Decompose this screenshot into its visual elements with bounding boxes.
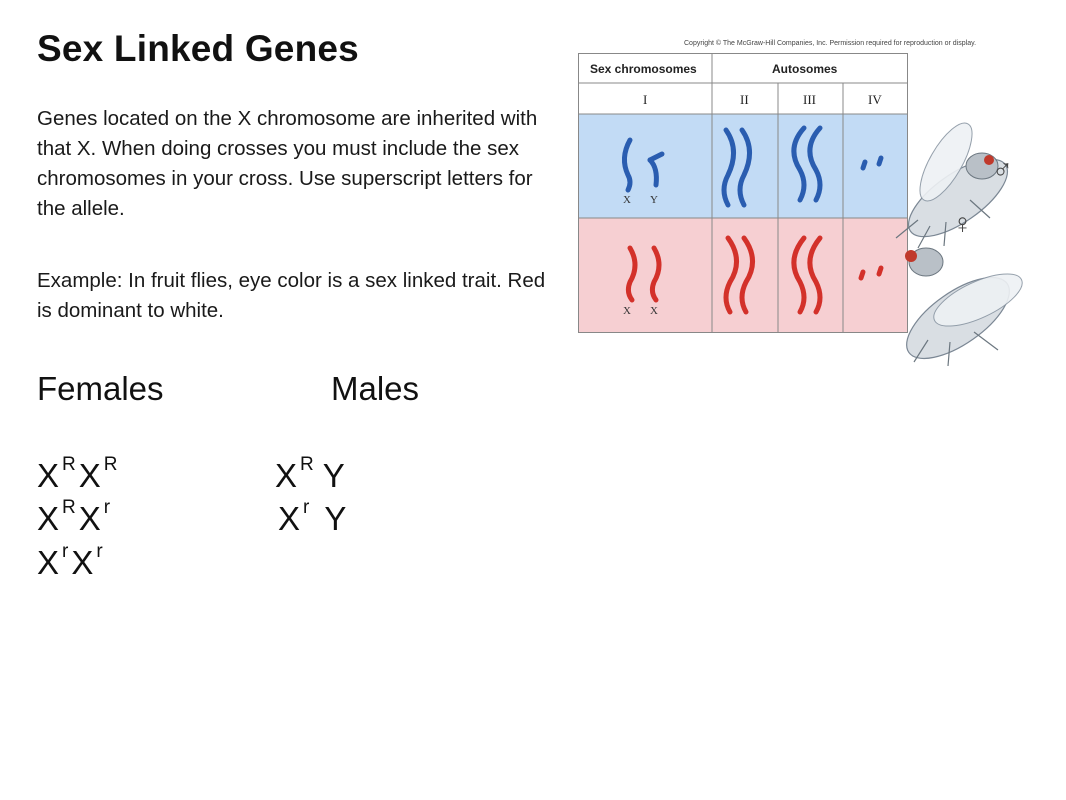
column-label-ii: II xyxy=(740,92,749,107)
males-heading: Males xyxy=(331,370,420,407)
chromosome-ii-male xyxy=(737,127,752,208)
female-label-x1: X xyxy=(623,305,631,317)
column-label-iv: IV xyxy=(868,92,882,107)
figure-copyright: Copyright © The McGraw-Hill Companies, I… xyxy=(684,40,977,47)
chromosome-iv-female xyxy=(876,265,884,277)
male-chromosomes xyxy=(622,125,884,208)
male-symbol-icon: ♂ xyxy=(992,154,1013,185)
female-fly-illustration xyxy=(905,247,1023,367)
chromosome-iv-male xyxy=(860,159,868,171)
chromosome-figure xyxy=(578,53,1023,367)
column-label-i: I xyxy=(643,92,648,107)
example-paragraph: Example: In fruit flies, eye color is a … xyxy=(37,269,546,322)
intro-paragraph: Genes located on the X chromosome are in… xyxy=(37,107,538,220)
chromosome-x-female xyxy=(649,245,662,303)
chromosome-y-male-arm xyxy=(647,151,665,163)
chromosome-iii-female xyxy=(791,235,807,315)
chromosome-iv-male xyxy=(876,155,884,167)
header-sex-chromosomes: Sex chromosomes xyxy=(590,62,697,76)
header-autosomes: Autosomes xyxy=(772,62,838,76)
slide-title: Sex Linked Genes xyxy=(37,28,359,69)
chromosome-iv-female xyxy=(858,269,866,281)
male-label-y: Y xyxy=(650,194,658,206)
chromosome-ii-male xyxy=(721,127,736,208)
chromosome-iii-female xyxy=(807,235,823,315)
column-label-iii: III xyxy=(803,92,816,107)
female-symbol-icon: ♀ xyxy=(952,208,973,239)
male-fly-illustration xyxy=(895,122,1009,249)
chromosome-ii-female xyxy=(723,235,739,315)
chromosome-x-female xyxy=(625,245,638,303)
chromosome-ii-female xyxy=(739,235,755,315)
male-label-x: X xyxy=(623,194,631,206)
females-heading: Females xyxy=(37,370,164,407)
chromosome-iii-male xyxy=(807,125,823,203)
female-label-x2: X xyxy=(650,305,658,317)
chromosome-x-male xyxy=(622,137,633,193)
female-chromosomes xyxy=(625,235,884,315)
chromosome-iii-male xyxy=(791,125,807,203)
